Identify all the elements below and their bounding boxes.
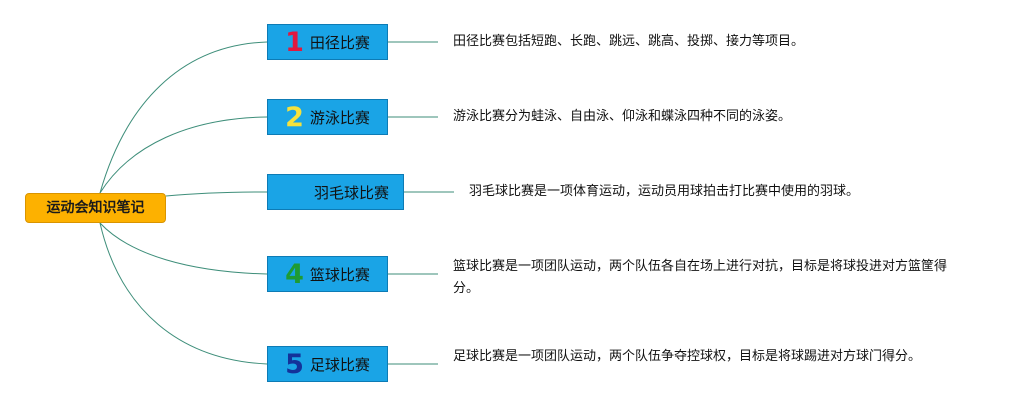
root-node-label: 运动会知识笔记 xyxy=(46,200,145,216)
branch-number-1: 1 xyxy=(285,26,304,58)
branch-label-1: 田径比赛 xyxy=(309,33,370,52)
branch-number-2: 2 xyxy=(285,101,304,133)
branch-label-3: 羽毛球比赛 xyxy=(313,183,389,202)
branch-description-4: 篮球比赛是一项团队运动，两个队伍各自在场上进行对抗，目标是将球投进对方篮筐得分。 xyxy=(453,259,948,296)
connector-root-branch-1 xyxy=(99,41,268,194)
branch-label-4: 篮球比赛 xyxy=(309,265,370,284)
root-node[interactable]: 运动会知识笔记 xyxy=(25,193,166,223)
branch-label-2: 游泳比赛 xyxy=(309,108,370,127)
branch-description-2: 游泳比赛分为蛙泳、自由泳、仰泳和蝶泳四种不同的泳姿。 xyxy=(453,109,792,124)
branch-node-5[interactable]: 5 足球比赛 xyxy=(267,346,388,382)
branch-node-1[interactable]: 1 田径比赛 xyxy=(267,24,388,60)
branch-description-5: 足球比赛是一项团队运动，两个队伍争夺控球权，目标是将球踢进对方球门得分。 xyxy=(453,349,922,364)
branch-label-5: 足球比赛 xyxy=(309,355,370,374)
branch-number-4: 4 xyxy=(285,258,304,290)
branch-node-3[interactable]: 羽毛球比赛 xyxy=(267,174,404,210)
connector-root-branch-2 xyxy=(99,116,268,194)
connector-root-branch-3 xyxy=(165,191,268,197)
branch-description-3: 羽毛球比赛是一项体育运动，运动员用球拍击打比赛中使用的羽球。 xyxy=(469,184,860,199)
connector-root-branch-5 xyxy=(99,222,268,365)
branch-number-5: 5 xyxy=(285,348,304,380)
branch-description-1: 田径比赛包括短跑、长跑、跳远、跳高、投掷、接力等项目。 xyxy=(453,34,805,49)
branch-node-4[interactable]: 4 篮球比赛 xyxy=(267,256,388,292)
connector-root-branch-4 xyxy=(99,222,268,275)
branch-node-2[interactable]: 2 游泳比赛 xyxy=(267,99,388,135)
